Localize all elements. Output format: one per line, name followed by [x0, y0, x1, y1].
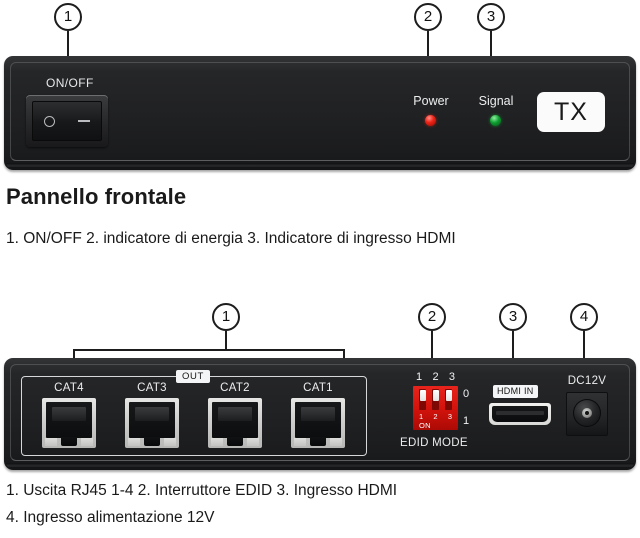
rj45-cat4-foot-left — [45, 438, 58, 446]
dip-slot-2[interactable] — [432, 389, 439, 410]
front-callout-3-leader — [490, 31, 492, 56]
rear-panel-legend-line-2: 4. Ingresso alimentazione 12V — [6, 509, 215, 526]
rj45-port-cat1[interactable] — [291, 398, 345, 448]
rj45-cat3-foot-right — [163, 438, 176, 446]
edid-dip-switch[interactable]: 1 2 3 ON — [413, 386, 458, 430]
front-callout-3-number: 3 — [486, 8, 496, 25]
rj45-port-cat2[interactable] — [208, 398, 262, 448]
dip-position-1-label: 1 — [463, 415, 470, 427]
power-indicator-label: Power — [413, 94, 449, 108]
front-panel-bottom-lip — [6, 163, 634, 168]
tx-badge: TX — [537, 92, 605, 132]
rj45-cat3-latch-notch — [144, 437, 160, 446]
rear-callout-2-number: 2 — [427, 308, 437, 325]
edid-mode-caption: EDID MODE — [400, 437, 468, 449]
front-panel-legend: 1. ON/OFF 2. indicatore di energia 3. In… — [6, 230, 456, 247]
rear-callout-3: 3 — [499, 303, 527, 331]
dc12v-power-jack[interactable] — [573, 399, 601, 427]
cat2-label: CAT2 — [220, 382, 250, 394]
rj45-cat2-foot-right — [246, 438, 259, 446]
rj45-cat3-foot-left — [128, 438, 141, 446]
front-callout-2-leader — [427, 31, 429, 56]
front-callout-2-number: 2 — [423, 8, 433, 25]
hdmi-port-contacts — [492, 406, 548, 422]
rear-callout-1-leader — [225, 331, 227, 349]
rear-panel: OUT CAT4 CAT3 CAT2 CAT1 1 2 3 — [4, 358, 636, 470]
dip-knob-2[interactable] — [432, 390, 439, 401]
rj45-cat2-foot-left — [211, 438, 224, 446]
out-group-tag: OUT — [176, 370, 210, 383]
rj45-port-cat3[interactable] — [125, 398, 179, 448]
dip-position-0-label: 0 — [463, 388, 470, 400]
dc12v-pin-hole — [585, 411, 589, 415]
cat4-label: CAT4 — [54, 382, 84, 394]
dip-top-number-1: 1 — [416, 371, 423, 383]
hdmi-in-tag: HDMI IN — [493, 385, 538, 398]
rj45-cat4-latch-notch — [61, 437, 77, 446]
dip-switch-top-numbers: 1 2 3 — [416, 371, 455, 383]
rj45-cat4-contacts — [46, 402, 92, 438]
rear-callout-1: 1 — [212, 303, 240, 331]
front-panel-title: Pannello frontale — [6, 184, 187, 209]
rear-callout-3-leader — [512, 331, 514, 360]
signal-indicator-label: Signal — [478, 94, 514, 108]
rear-callout-1-number: 1 — [221, 308, 231, 325]
power-on-dash-icon — [77, 120, 90, 122]
hdmi-in-port[interactable] — [489, 403, 551, 425]
front-callout-1-number: 1 — [63, 8, 73, 25]
dip-knob-3[interactable] — [445, 390, 452, 401]
rear-panel-legend-line-1: 1. Uscita RJ45 1-4 2. Interruttore EDID … — [6, 482, 398, 499]
rj45-cat1-latch-notch — [310, 437, 326, 446]
dip-inner-number-1: 1 — [419, 412, 424, 421]
front-callout-3: 3 — [477, 3, 505, 31]
rear-callout-2: 2 — [418, 303, 446, 331]
rear-callout-3-number: 3 — [508, 308, 518, 325]
rj45-port-cat4[interactable] — [42, 398, 96, 448]
dip-inner-number-3: 3 — [447, 412, 452, 421]
rj45-cat2-contacts — [212, 402, 258, 438]
rj45-cat3-contacts — [129, 402, 175, 438]
rear-callout-4-number: 4 — [579, 308, 589, 325]
rj45-cat2-latch-notch — [227, 437, 243, 446]
rj45-cat1-foot-right — [329, 438, 342, 446]
power-rocker-switch[interactable] — [26, 95, 108, 147]
rocker-switch-face[interactable] — [32, 101, 102, 141]
dip-switch-inner-numbers: 1 2 3 — [419, 412, 452, 421]
dip-switch-on-label: ON — [419, 421, 431, 430]
dip-inner-number-2: 2 — [433, 412, 438, 421]
dc12v-label: DC12V — [567, 375, 607, 387]
dip-slot-1[interactable] — [419, 389, 426, 410]
dip-top-number-3: 3 — [448, 371, 455, 383]
cat1-label: CAT1 — [303, 382, 333, 394]
dip-knob-1[interactable] — [419, 390, 426, 401]
rear-callout-4: 4 — [570, 303, 598, 331]
rear-callout-4-leader — [583, 331, 585, 360]
dip-top-number-2: 2 — [432, 371, 439, 383]
front-callout-1: 1 — [54, 3, 82, 31]
signal-led — [490, 115, 501, 126]
rear-callout-2-leader — [431, 331, 433, 360]
front-panel: ON/OFF Power Signal TX — [4, 56, 636, 170]
cat3-label: CAT3 — [137, 382, 167, 394]
power-off-circle-icon — [44, 115, 56, 127]
onoff-label: ON/OFF — [46, 76, 94, 90]
front-callout-1-leader — [67, 31, 69, 56]
rj45-cat1-foot-left — [294, 438, 307, 446]
front-callout-2: 2 — [414, 3, 442, 31]
rj45-cat1-contacts — [295, 402, 341, 438]
power-led — [425, 115, 436, 126]
rj45-cat4-foot-right — [80, 438, 93, 446]
dip-slot-3[interactable] — [445, 389, 452, 410]
rear-callout-1-bracket — [73, 349, 345, 359]
rear-panel-bottom-lip — [6, 463, 634, 468]
